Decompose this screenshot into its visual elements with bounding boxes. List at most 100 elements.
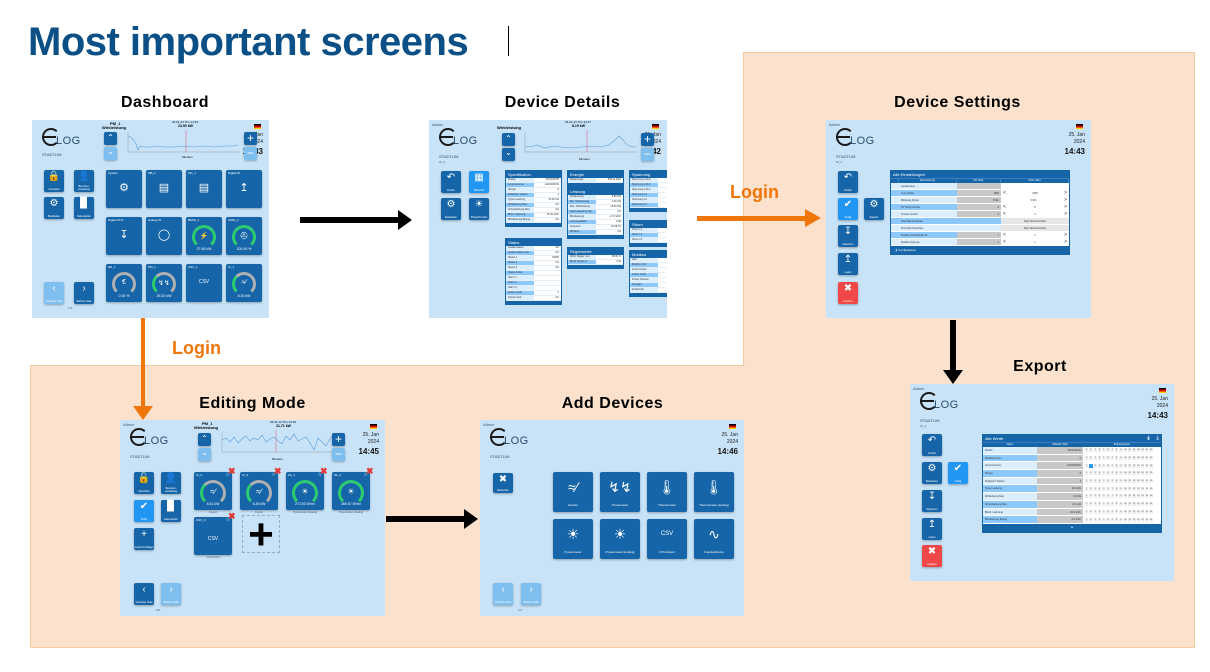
export-group-toggle[interactable]: 7 (1110, 471, 1115, 476)
export-group-toggle[interactable]: 6 (1106, 479, 1110, 484)
device-tile[interactable]: PM_1↯↯ 29.20 kW (146, 264, 182, 302)
export-group-toggle[interactable]: 1 (1085, 463, 1089, 468)
back-button[interactable]: ↶Zurück (441, 171, 461, 193)
export-group-toggle[interactable]: 8 (1115, 517, 1119, 522)
device-tile[interactable]: BESS_1⚡ 27.69 kW (186, 217, 222, 255)
export-group-toggle[interactable]: 12 (1132, 479, 1136, 484)
export-group-toggle[interactable]: 1 (1085, 502, 1089, 507)
export-group-toggle[interactable]: 11 (1127, 448, 1132, 453)
export-group-toggle[interactable]: 11 (1127, 463, 1132, 468)
load-button[interactable]: ↥Laden (838, 253, 858, 275)
export-group-toggle[interactable]: 11 (1127, 509, 1132, 514)
add-device-button[interactable]: +Gerät hinzufügen (134, 528, 154, 550)
decrement-button[interactable]: < (1003, 239, 1006, 245)
export-group-toggle[interactable]: 6 (1106, 486, 1110, 491)
export-group-toggle[interactable]: 7 (1110, 479, 1115, 484)
export-group-toggle[interactable]: 11 (1127, 517, 1132, 522)
export-group-toggle[interactable]: 6 (1106, 502, 1110, 507)
export-group-toggle[interactable]: 14 (1140, 479, 1145, 484)
device-tile[interactable]: Analog IN◯ (146, 217, 182, 255)
add-device-tile[interactable]: ∿ ImpulseDevice (694, 519, 734, 559)
next-page-button[interactable]: ›Nächste Seite (74, 282, 94, 304)
device-tile[interactable]: System⚙ (106, 170, 142, 208)
export-group-toggle[interactable]: 1 (1085, 494, 1089, 499)
strings-tracker-button[interactable]: ☀Strings/Tracker (469, 198, 489, 220)
delete-button[interactable]: ✖Löschen (922, 545, 942, 567)
expert-button[interactable]: ⚙Experte (864, 198, 884, 220)
data-plotter-button[interactable]: ▉Datenplotter (74, 197, 94, 219)
favorite-icon[interactable]: ☆ (225, 472, 230, 478)
export-group-toggle[interactable]: 14 (1140, 486, 1145, 491)
increment-button[interactable]: > (1064, 239, 1067, 245)
export-group-toggle[interactable]: 2 (1089, 463, 1093, 468)
export-group-toggle[interactable]: 13 (1136, 517, 1140, 522)
export-group-toggle[interactable]: 1 (1085, 479, 1089, 484)
export-group-toggle[interactable]: 9 (1119, 517, 1123, 522)
next-option-button[interactable]: > (1064, 197, 1067, 203)
export-group-toggle[interactable]: 16 (1149, 494, 1153, 499)
edit-button[interactable]: ⚙Bearbeiten (441, 198, 461, 220)
export-group-toggle[interactable]: 3 (1093, 471, 1097, 476)
language-flag-icon[interactable] (652, 124, 659, 129)
export-group-toggle[interactable]: 9 (1119, 471, 1123, 476)
increment-button[interactable]: > (1064, 232, 1067, 238)
export-group-toggle[interactable]: 8 (1115, 448, 1119, 453)
export-group-toggle[interactable]: 13 (1136, 448, 1140, 453)
add-device-tile[interactable]: CSV CSV Export (647, 519, 687, 559)
zoom-out-button[interactable]: − (641, 148, 654, 161)
decrement-button[interactable]: < (1003, 190, 1006, 196)
export-group-toggle[interactable]: 12 (1132, 517, 1136, 522)
export-group-toggle[interactable]: 7 (1110, 448, 1115, 453)
device-tile[interactable]: Digital IN↥ (226, 170, 262, 208)
prev-page-button[interactable]: ‹Vorherige Seite (493, 583, 513, 605)
text-input[interactable] (1001, 183, 1069, 189)
export-group-toggle[interactable]: 3 (1093, 463, 1097, 468)
export-group-toggle[interactable]: 10 (1123, 471, 1127, 476)
export-group-toggle[interactable]: 5 (1102, 486, 1106, 491)
export-group-toggle[interactable]: 15 (1145, 494, 1149, 499)
export-group-toggle[interactable]: 1 (1085, 517, 1089, 522)
device-tile[interactable]: PA_1 ☆ ☀272.53 W/m² (286, 472, 324, 510)
export-group-toggle[interactable]: 7 (1110, 517, 1115, 522)
export-group-toggle[interactable]: 9 (1119, 486, 1123, 491)
export-group-toggle[interactable]: 10 (1123, 448, 1127, 453)
export-group-toggle[interactable]: 15 (1145, 456, 1149, 461)
add-tile-placeholder[interactable]: + (242, 513, 280, 557)
decrement-button[interactable]: < (1003, 204, 1006, 210)
export-group-toggle[interactable]: 8 (1115, 494, 1119, 499)
export-group-toggle[interactable]: 15 (1145, 448, 1149, 453)
export-group-toggle[interactable]: 9 (1119, 448, 1123, 453)
export-group-toggle[interactable]: 11 (1127, 456, 1132, 461)
export-group-toggle[interactable]: 12 (1132, 456, 1136, 461)
scroll-up-button[interactable]: ⌃ (104, 132, 117, 145)
export-group-toggle[interactable]: 15 (1145, 486, 1149, 491)
export-group-toggle[interactable]: 2 (1089, 517, 1093, 522)
export-group-toggle[interactable]: 14 (1140, 494, 1145, 499)
add-device-tile[interactable]: 🌡 Thermometer (analog) (694, 472, 734, 512)
export-group-toggle[interactable]: 1 (1085, 486, 1089, 491)
export-group-toggle[interactable]: 13 (1136, 471, 1140, 476)
export-group-toggle[interactable]: 14 (1140, 517, 1145, 522)
export-group-toggle[interactable]: 4 (1097, 486, 1102, 491)
export-group-toggle[interactable]: 9 (1119, 502, 1123, 507)
export-group-toggle[interactable]: 1 (1085, 471, 1089, 476)
export-group-toggle[interactable]: 6 (1106, 448, 1110, 453)
export-group-toggle[interactable]: 6 (1106, 456, 1110, 461)
add-device-tile[interactable]: ↯↯ Powermeter (600, 472, 640, 512)
export-group-toggle[interactable]: 5 (1102, 502, 1106, 507)
export-group-toggle[interactable]: 16 (1149, 509, 1153, 514)
export-group-toggle[interactable]: 7 (1110, 509, 1115, 514)
export-group-toggle[interactable]: 13 (1136, 486, 1140, 491)
export-group-toggle[interactable]: 3 (1093, 502, 1097, 507)
user-management-button[interactable]: 👤Benutzer-verwaltung (161, 472, 181, 494)
export-group-toggle[interactable]: 1 (1085, 456, 1089, 461)
export-group-toggle[interactable]: 3 (1093, 448, 1097, 453)
export-group-toggle[interactable]: 4 (1097, 502, 1102, 507)
export-group-toggle[interactable]: 12 (1132, 448, 1136, 453)
export-group-toggle[interactable]: 14 (1140, 456, 1145, 461)
remove-tile-icon[interactable]: ✖ (228, 511, 236, 521)
export-group-toggle[interactable]: 9 (1119, 494, 1123, 499)
export-group-toggle[interactable]: 5 (1102, 517, 1106, 522)
export-group-toggle[interactable]: 11 (1127, 502, 1132, 507)
